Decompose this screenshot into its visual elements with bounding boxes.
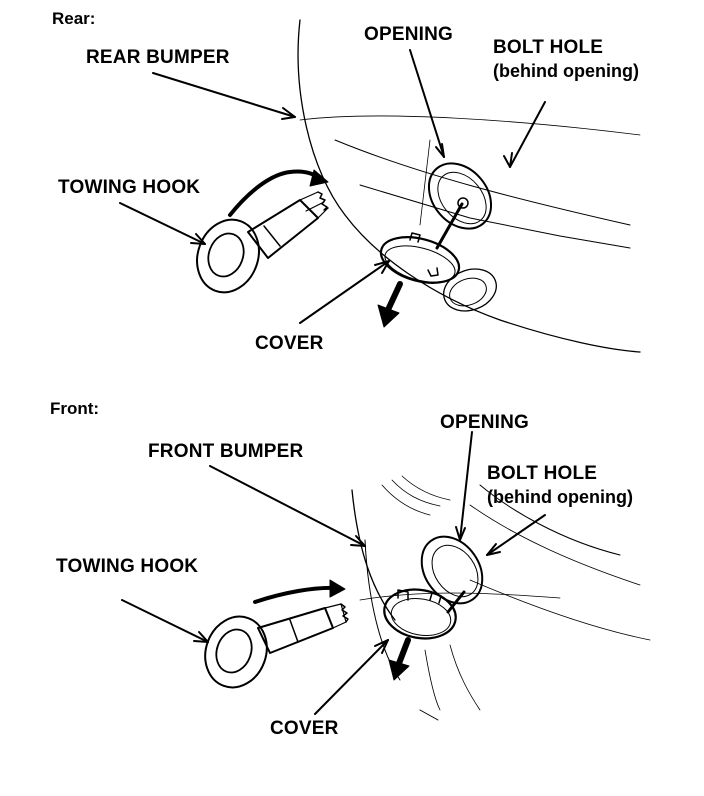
rear-illustration — [119, 19, 641, 353]
rear-towing-hook-label: TOWING HOOK — [58, 177, 201, 198]
rear-hook-thread — [317, 191, 329, 211]
front-illustration — [121, 431, 651, 721]
front-cover — [383, 588, 457, 640]
front-hook-shaft — [257, 607, 334, 654]
front-cover-label: COVER — [270, 718, 339, 739]
front-towing-hook-label: TOWING HOOK — [56, 556, 199, 577]
front-hook-thread — [340, 603, 349, 623]
front-tether — [446, 590, 466, 614]
rear-leader-arrows — [119, 49, 546, 324]
front-push-arrow — [253, 585, 338, 604]
rear-diagram: Rear: REAR BUMPER OPENING BOLT HOLE (beh… — [0, 0, 704, 380]
front-remove-arrow — [395, 637, 411, 669]
rear-opening — [427, 162, 493, 230]
front-bumper-label: FRONT BUMPER — [148, 441, 304, 462]
rear-cover — [379, 236, 461, 284]
rear-section-title: Rear: — [52, 9, 96, 28]
front-diagram: Front: FRONT BUMPER OPENING BOLT HOLE (b… — [0, 390, 704, 796]
rear-bumper-panel-line-2 — [359, 184, 631, 249]
front-leader-arrows — [121, 431, 546, 715]
rear-bumper-outline — [297, 19, 641, 353]
rear-bumper-panel-line — [334, 139, 631, 226]
rear-hook-eye — [196, 218, 260, 294]
rear-bumper-label: REAR BUMPER — [86, 47, 230, 68]
rear-cover-label: COVER — [255, 333, 324, 354]
front-hook-eye — [204, 615, 268, 689]
rear-tether — [435, 202, 464, 250]
rear-bolt-hole-note: (behind opening) — [493, 61, 639, 81]
rear-recess-oval — [443, 268, 497, 312]
rear-opening-label: OPENING — [364, 24, 454, 45]
rear-bolt-hole-label: BOLT HOLE — [493, 37, 604, 58]
front-opening — [420, 535, 484, 605]
front-bolt-hole-note: (behind opening) — [487, 487, 633, 507]
front-section-title: Front: — [50, 399, 100, 418]
front-bolt-hole-label: BOLT HOLE — [487, 463, 598, 484]
front-opening-label: OPENING — [440, 412, 530, 433]
rear-remove-arrow — [384, 281, 403, 315]
